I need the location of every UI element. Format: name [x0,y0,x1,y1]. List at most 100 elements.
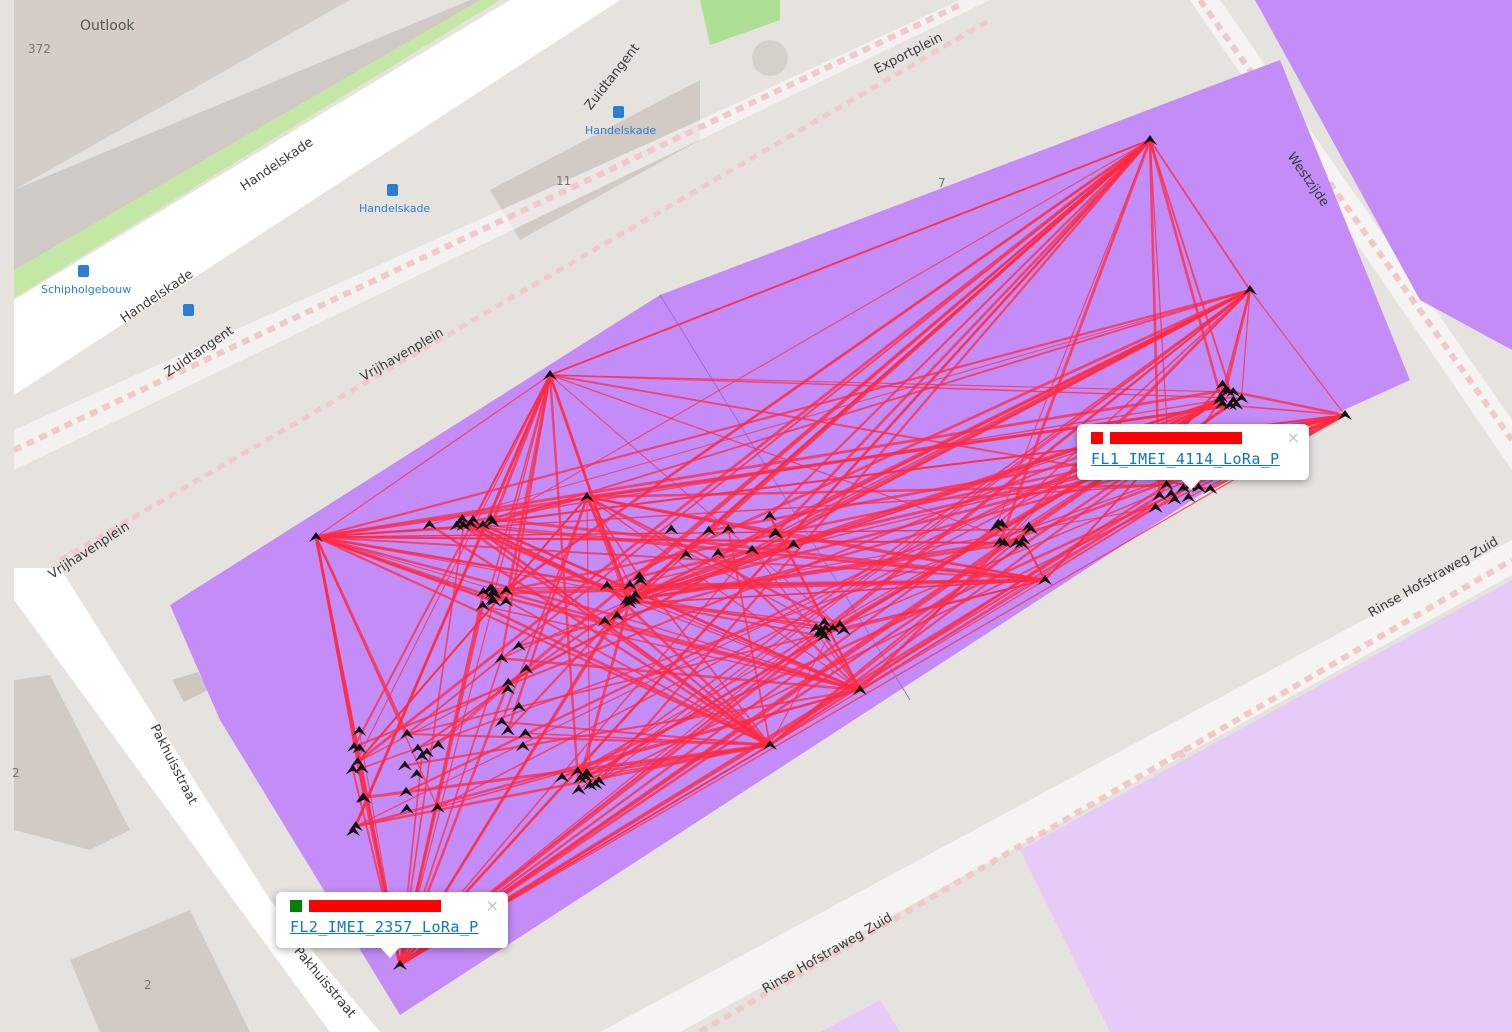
track-segment [1149,139,1251,291]
track-segment [429,289,1251,526]
chevron-marker-icon [475,519,490,530]
industrial-right-top [1255,0,1512,350]
popup-fl1: FL1_IMEI_4114_LoRa_P × [1077,424,1309,490]
track-segment [491,374,551,601]
track-segment [463,524,1046,581]
chevron-marker-icon [622,598,637,609]
chevron-marker-icon [499,585,514,596]
chevron-marker-icon [1164,488,1179,499]
track-segment [470,374,551,525]
track-segment [586,496,591,786]
chevron-marker-icon [619,595,634,606]
bus-stop-icon[interactable] [387,184,398,196]
popup-fl2-status-row [290,900,494,912]
track-segment [769,528,1032,746]
chevron-marker-icon [988,521,1003,532]
chevron-marker-icon [626,594,641,605]
chevron-marker-icon [555,772,570,783]
chevron-marker-icon [500,684,515,695]
chevron-marker-icon [463,518,478,529]
chevron-marker-icon [1203,484,1218,495]
track-segment [606,288,1251,587]
chevron-marker-icon [632,571,647,582]
chevron-marker-icon [622,580,637,591]
track-segment [769,484,1168,747]
chevron-marker-icon [475,600,490,611]
status-indicator [290,900,302,912]
chevron-marker-icon [993,537,1008,548]
track-segment [407,732,771,747]
track-segment [1044,383,1224,581]
track-segment [586,496,628,601]
chevron-marker-icon [664,524,679,535]
label-schipholgebouw: Schipholgebouw [41,283,132,296]
chevron-marker-icon [511,640,526,651]
chevron-marker-icon [400,729,415,740]
track-segment [769,579,1046,746]
chevron-marker-icon [1229,399,1244,410]
chevron-marker-icon [1243,285,1257,295]
road-main [14,0,990,470]
chevron-marker-icon [422,519,437,530]
bus-stop-icon[interactable] [183,304,194,316]
close-icon[interactable]: × [1286,428,1300,447]
chevron-marker-icon [721,524,736,535]
chevron-marker-icon [786,539,801,550]
track-segment [1148,139,1223,398]
track-segment [356,496,588,763]
chevron-marker-icon [768,528,783,539]
label-2a: 2 [12,766,20,780]
chevron-marker-icon [1181,492,1196,503]
chevron-marker-icon [763,740,777,750]
popup-fl1-link[interactable]: FL1_IMEI_4114_LoRa_P [1091,450,1280,468]
track-segment [824,289,1251,630]
popup-tip [380,947,400,958]
close-icon[interactable]: × [485,896,499,915]
chevron-marker-icon [1152,490,1167,501]
chevron-marker-icon [580,492,594,502]
path-d [698,557,1512,1032]
label-2b: 2 [144,978,152,992]
label-handelskade-stop-2: Handelskade [359,202,431,215]
status-bar [1110,432,1242,444]
chevron-marker-icon [501,677,516,688]
track-segment [629,599,861,691]
chevron-marker-icon [414,751,429,762]
chevron-marker-icon [1338,410,1352,420]
popup-fl2-link[interactable]: FL2_IMEI_2357_LoRa_P [290,918,479,936]
chevron-marker-icon [352,725,367,736]
track-segment [768,515,862,691]
track-segment [399,390,1229,967]
chevron-marker-icon [762,510,777,521]
bus-stop-icon[interactable] [613,106,624,118]
building-bottom-2 [70,910,250,1032]
chevron-marker-icon [1014,538,1029,549]
parcel-line [659,294,911,701]
chevron-marker-icon [348,821,363,832]
chevron-marker-icon [494,716,509,727]
path-a [12,2,962,453]
track-segment [437,689,861,809]
chevron-marker-icon [456,520,471,531]
track-segment [586,496,861,691]
chevron-marker-icon [1215,399,1230,410]
popup-fl1-status-row [1091,432,1295,444]
chevron-marker-icon [352,743,367,754]
track-segment [315,535,771,747]
chevron-marker-icon [1148,502,1163,513]
chevron-marker-icon [1218,385,1233,396]
track-segment [399,525,997,966]
track-segment [999,289,1251,543]
track-segment [315,536,439,808]
bus-stop-icon[interactable] [78,265,89,277]
track-segment [1249,289,1346,416]
chevron-marker-icon [1143,135,1157,145]
chevron-marker-icon [347,741,362,752]
chevron-marker-icon [485,517,500,528]
track-segment [399,404,1231,967]
status-indicator [1091,432,1103,444]
chevron-marker-icon [1167,494,1182,505]
track-segment [315,484,1167,538]
